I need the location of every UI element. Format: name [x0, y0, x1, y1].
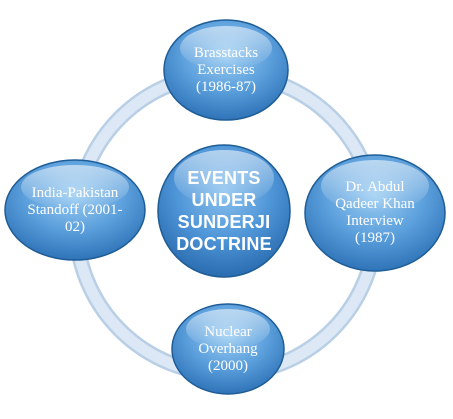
node-top-label: Brasstacks Exercises (1986-87) [166, 30, 286, 110]
node-right-shape [304, 154, 446, 272]
node-left-label: India-Pakistan Standoff (2001- 02) [10, 170, 140, 250]
node-left-line-1: India-Pakistan [31, 184, 119, 201]
center-node-label: EVENTS UNDER SUNDERJI DOCTRINE [164, 160, 284, 262]
node-top-line-1: Brasstacks [193, 44, 259, 61]
node-right-line-4: (1987) [354, 230, 395, 246]
center-line-1: EVENTS [187, 168, 261, 188]
node-right-line-1: Dr. Abdul [345, 179, 405, 195]
node-bottom-label: Nuclear Overhang (2000) [173, 310, 283, 388]
node-top-shape [163, 19, 289, 121]
node-left-line-3: 02) [64, 218, 85, 235]
node-right-line-2: Qadeer Khan [335, 196, 415, 212]
node-bottom-shape [171, 303, 285, 395]
node-top-line-2: Exercises [197, 61, 255, 78]
node-right-line-3: Interview [346, 213, 404, 229]
node-left-shape [4, 159, 146, 261]
center-line-2: UNDER [191, 190, 257, 210]
node-bottom-line-3: (2000) [208, 357, 248, 374]
center-line-3: SUNDERJI [177, 212, 271, 232]
node-bottom-line-1: Nuclear [204, 323, 252, 340]
node-left-line-2: Standoff (2001- [27, 201, 123, 218]
node-bottom-line-2: Overhang [198, 340, 258, 357]
center-node-shape [157, 144, 291, 278]
node-right-label: Dr. Abdul Qadeer Khan Interview (1987) [310, 168, 440, 258]
center-line-4: DOCTRINE [176, 234, 272, 254]
node-top-line-3: (1986-87) [196, 78, 256, 95]
